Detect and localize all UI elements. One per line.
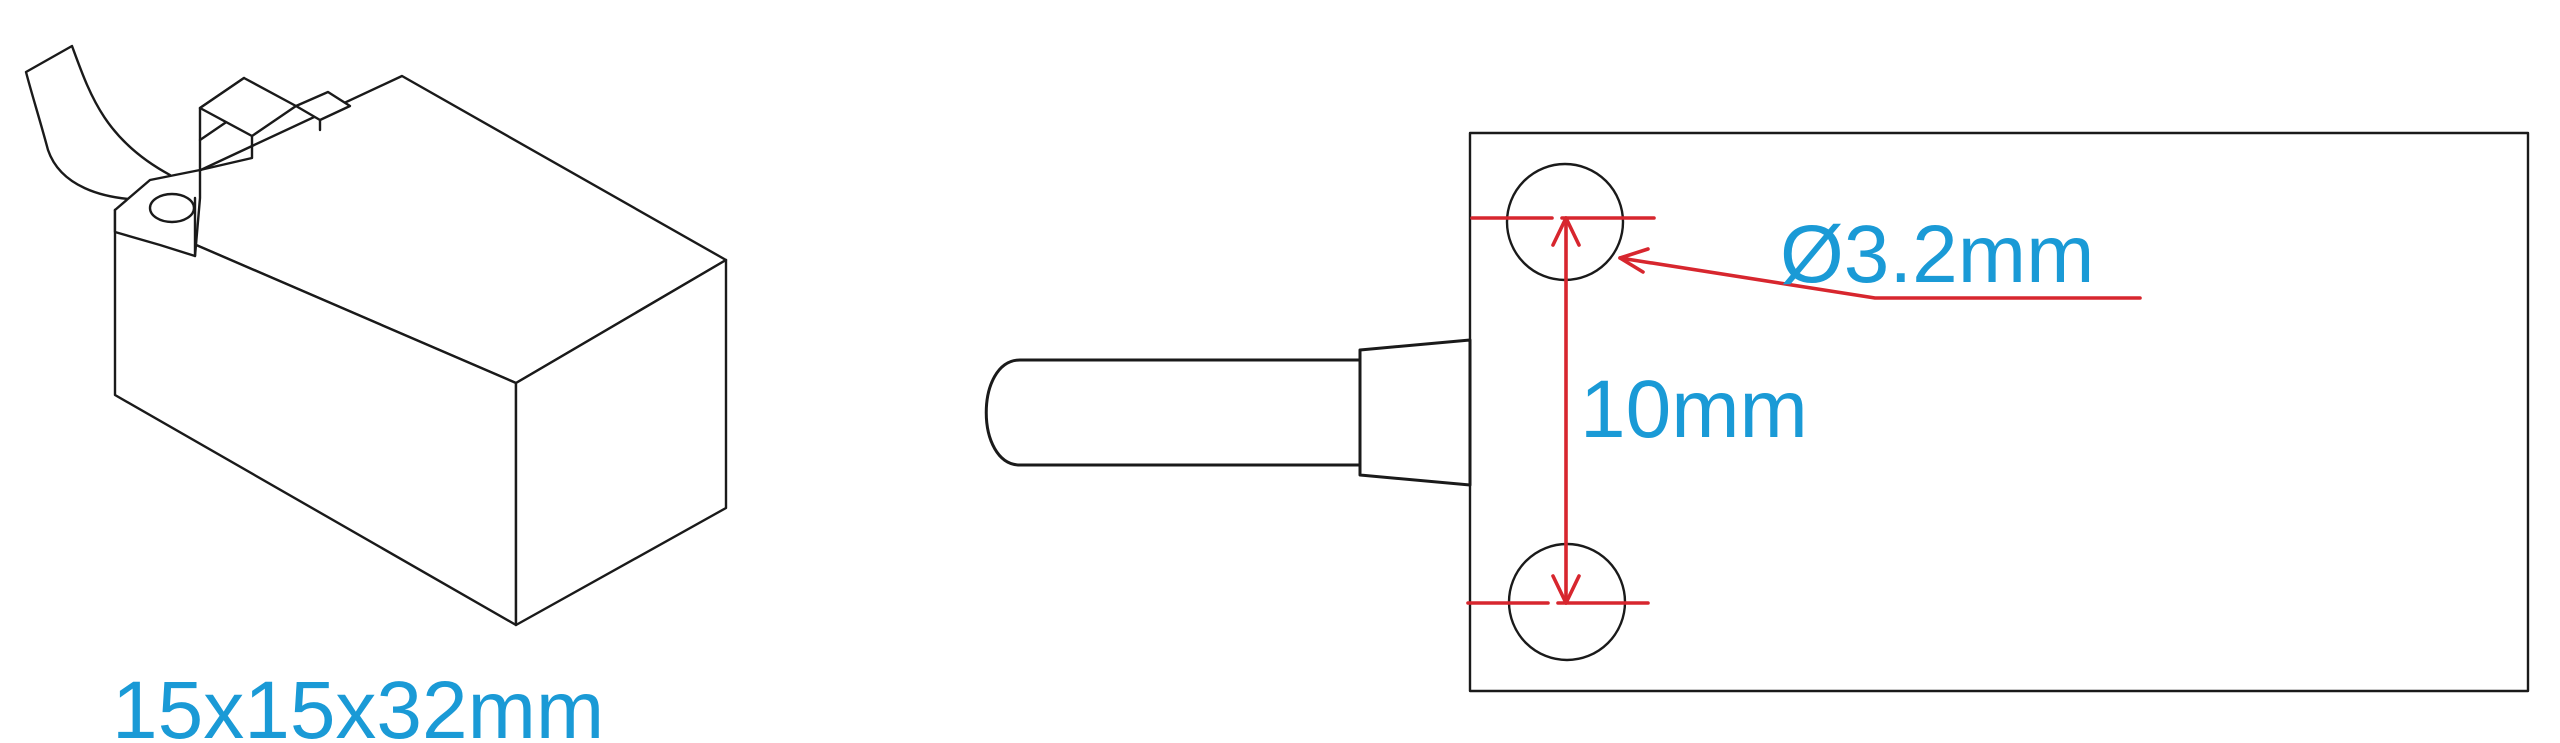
iso-mount-hole-icon (148, 192, 196, 224)
cable-gland (1358, 338, 1472, 487)
diameter-arrow-icon (1618, 247, 1650, 274)
hole-spacing-label: 10mm (1580, 364, 1808, 455)
iso-rear-bracket (294, 90, 352, 122)
spacing-arrow-top-icon (1551, 216, 1581, 247)
hole-diameter-label: Ø3.2mm (1780, 209, 2094, 300)
iso-cable (24, 44, 172, 202)
body-outline (1468, 131, 2530, 693)
isometric-view (24, 44, 728, 627)
top-view (984, 131, 2530, 693)
diameter-leader-line (1618, 256, 2142, 300)
spacing-arrow-bottom-icon (1551, 574, 1581, 605)
size-label: 15x15x32mm (112, 665, 604, 743)
iso-mount-step (198, 134, 254, 172)
iso-right-face (514, 258, 728, 627)
cable (984, 358, 1362, 467)
